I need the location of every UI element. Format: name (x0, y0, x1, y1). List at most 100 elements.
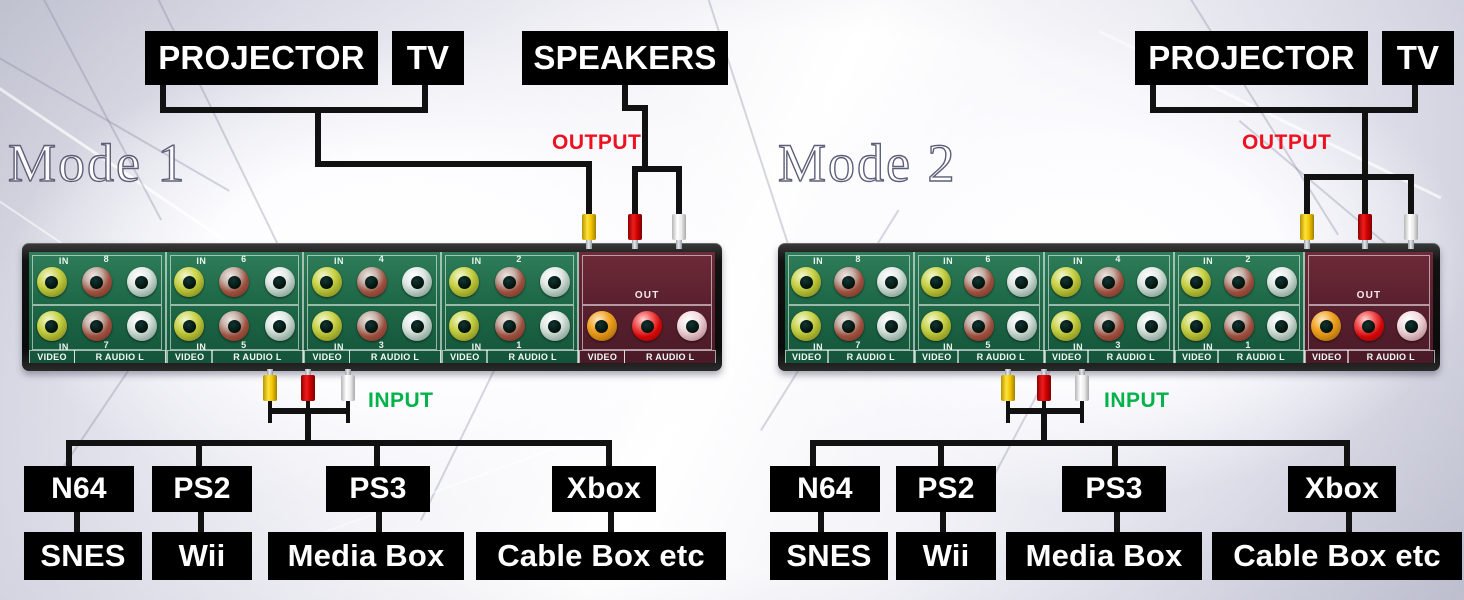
jack-label-num-bottom: 7 (855, 340, 861, 350)
wire-audio-right-1 (632, 166, 638, 218)
rca-jack-yellow-icon[interactable] (1051, 267, 1082, 297)
rca-jack-yellow-icon[interactable] (1181, 267, 1212, 297)
rca-jack-yellow-icon[interactable] (36, 311, 67, 341)
source-media-box-1[interactable]: Media Box (268, 532, 464, 580)
rca-jack-red-icon[interactable] (81, 267, 112, 297)
output-device-projector-1[interactable]: PROJECTOR (145, 31, 378, 85)
port-legend-audio: R AUDIO L (1217, 350, 1305, 363)
jack-label-in-bottom: IN (334, 342, 345, 352)
port-legend-audio: R AUDIO L (827, 350, 915, 363)
rca-jack-red-icon[interactable] (963, 267, 994, 297)
source-wii-1[interactable]: Wii (152, 532, 252, 580)
source-xbox-2[interactable]: Xbox (1288, 466, 1396, 512)
rca-jack-white-icon[interactable] (402, 267, 433, 297)
rca-jack-white-icon[interactable] (264, 311, 295, 341)
rca-jack-red-icon[interactable] (1223, 267, 1254, 297)
rca-jack-yellow-icon[interactable] (921, 267, 952, 297)
rca-out-jack-owhite-icon[interactable] (1396, 311, 1427, 341)
source-cable-box-1[interactable]: Cable Box etc (476, 532, 726, 580)
output-device-tv-2[interactable]: TV (1382, 31, 1454, 85)
rca-jack-red-icon[interactable] (219, 311, 250, 341)
rca-jack-red-icon[interactable] (1223, 311, 1254, 341)
rca-jack-red-icon[interactable] (494, 267, 525, 297)
source-media-box-2[interactable]: Media Box (1006, 532, 1202, 580)
source-cable-box-2[interactable]: Cable Box etc (1212, 532, 1462, 580)
rca-jack-white-icon[interactable] (126, 267, 157, 297)
source-n64-1[interactable]: N64 (24, 466, 134, 512)
rca-jack-yellow-icon[interactable] (791, 267, 822, 297)
rca-jack-red-icon[interactable] (833, 267, 864, 297)
rca-jack-red-icon[interactable] (219, 267, 250, 297)
rca-jack-red-icon[interactable] (963, 311, 994, 341)
rca-jack-white-icon[interactable] (402, 311, 433, 341)
out-legend-audio: R AUDIO L (623, 350, 717, 363)
rca-jack-red-icon[interactable] (494, 311, 525, 341)
rca-jack-yellow-icon[interactable] (449, 311, 480, 341)
wire-audio-split-1 (632, 166, 682, 172)
rca-jack-white-icon[interactable] (876, 311, 907, 341)
rca-jack-white-icon[interactable] (1266, 267, 1297, 297)
source-wii-2[interactable]: Wii (896, 532, 996, 580)
rca-jack-yellow-icon[interactable] (311, 311, 342, 341)
source-ps2-2[interactable]: PS2 (896, 466, 996, 512)
rca-jack-white-icon[interactable] (539, 267, 570, 297)
source-ps3-1[interactable]: PS3 (326, 466, 430, 512)
port-legend-audio: R AUDIO L (486, 350, 579, 363)
rca-jack-white-icon[interactable] (264, 267, 295, 297)
rca-jack-white-icon[interactable] (876, 267, 907, 297)
rca-jack-red-icon[interactable] (1093, 267, 1124, 297)
rca-jack-white-icon[interactable] (1266, 311, 1297, 341)
source-ps2-1[interactable]: PS2 (152, 466, 252, 512)
rca-jack-yellow-icon[interactable] (449, 267, 480, 297)
output-device-tv-1[interactable]: TV (392, 31, 464, 85)
port-legend-video: VIDEO (166, 350, 213, 363)
source-snes-1[interactable]: SNES (24, 532, 142, 580)
rca-jack-yellow-icon[interactable] (36, 267, 67, 297)
output-device-projector-2[interactable]: PROJECTOR (1135, 31, 1368, 85)
rca-jack-red-icon[interactable] (1093, 311, 1124, 341)
wire-source-drop-ps3-1 (374, 440, 380, 470)
rca-out-jack-oyellow-icon[interactable] (586, 311, 617, 341)
wire-output-trunk-2 (1362, 107, 1368, 180)
rca-jack-white-icon[interactable] (1006, 267, 1037, 297)
rca-jack-red-icon[interactable] (356, 267, 387, 297)
rca-jack-red-icon[interactable] (833, 311, 864, 341)
rca-jack-red-icon[interactable] (356, 311, 387, 341)
rca-jack-white-icon[interactable] (1136, 311, 1167, 341)
rca-jack-white-icon[interactable] (539, 311, 570, 341)
source-xbox-1[interactable]: Xbox (552, 466, 656, 512)
rca-jack-white-icon[interactable] (126, 311, 157, 341)
wire-speakers-jog-1 (622, 105, 648, 111)
rca-out-jack-owhite-icon[interactable] (677, 311, 708, 341)
rca-jack-yellow-icon[interactable] (311, 267, 342, 297)
source-ps3-2[interactable]: PS3 (1062, 466, 1166, 512)
rca-jack-yellow-icon[interactable] (921, 311, 952, 341)
rca-out-jack-ored-icon[interactable] (1353, 311, 1384, 341)
output-device-speakers-1[interactable]: SPEAKERS (522, 31, 728, 85)
rca-jack-yellow-icon[interactable] (1051, 311, 1082, 341)
rca-out-jack-ored-icon[interactable] (632, 311, 663, 341)
rca-jack-yellow-icon[interactable] (174, 311, 205, 341)
source-n64-2[interactable]: N64 (770, 466, 880, 512)
rca-jack-yellow-icon[interactable] (174, 267, 205, 297)
rca-out-jack-oyellow-icon[interactable] (1311, 311, 1342, 341)
rca-jack-white-icon[interactable] (1006, 311, 1037, 341)
rca-jack-yellow-icon[interactable] (1181, 311, 1212, 341)
rca-jack-yellow-icon[interactable] (791, 311, 822, 341)
source-snes-2[interactable]: SNES (770, 532, 888, 580)
rca-jack-red-icon[interactable] (81, 311, 112, 341)
rca-jack-white-icon[interactable] (1136, 267, 1167, 297)
wire-ps2-wii-2 (940, 510, 946, 534)
